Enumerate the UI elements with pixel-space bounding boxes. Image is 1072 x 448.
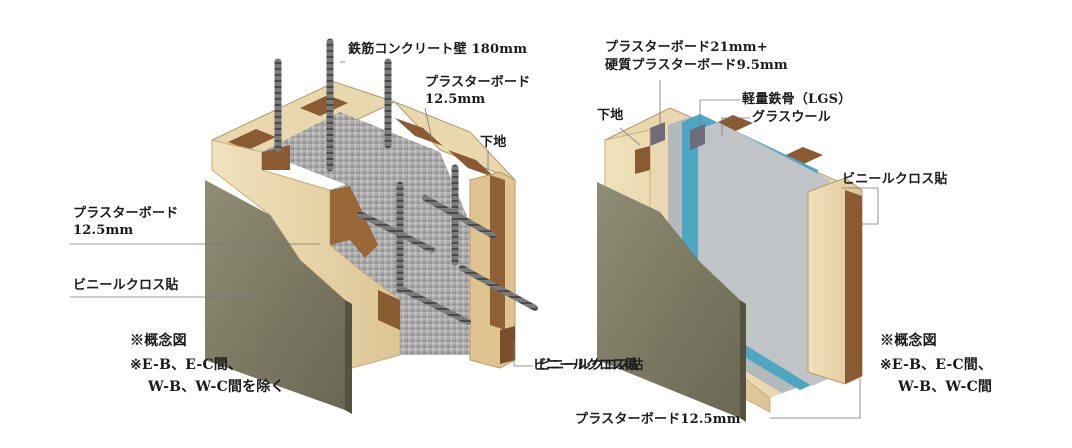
- label-board-top-1: プラスターボード: [425, 75, 531, 90]
- label-board-left-1: プラスターボード: [73, 206, 179, 221]
- label-lgs: 軽量鉄骨（LGS）: [742, 92, 852, 107]
- label-base-top: 下地: [480, 135, 507, 150]
- right-left-wood: [635, 146, 650, 174]
- note-title-left: ※概念図: [130, 333, 187, 349]
- leader-line: [842, 187, 879, 225]
- leader-line: [770, 378, 861, 419]
- right-outer-wood: [845, 190, 862, 384]
- right-lgs-stud: [690, 124, 705, 150]
- right-lgs-stud: [650, 122, 665, 146]
- rebar: [397, 285, 471, 325]
- left-wood-stud-left: [262, 145, 290, 170]
- leader-line: [721, 117, 750, 136]
- label-glass-wool: グラスウール: [752, 110, 831, 125]
- note-line2-left: W-B、W-C間を除く: [148, 379, 285, 395]
- note-line1-right: ※E-B、E-C間、: [880, 357, 993, 373]
- note-line2-right: W-B、W-C間: [898, 379, 993, 395]
- rebar: [357, 211, 435, 253]
- left-wood-block: [448, 150, 496, 178]
- leader-line: [513, 340, 533, 367]
- label-board-top-right-1: プラスターボード21mm+: [605, 40, 768, 55]
- rebar: [459, 265, 538, 311]
- leader-line: [699, 99, 740, 124]
- left-wood-stud-mid: [330, 186, 378, 258]
- left-rebars: [274, 38, 538, 325]
- left-wood-block: [395, 118, 443, 146]
- label-base-right: 下地: [597, 108, 624, 123]
- right-vinyl-cloth-edge: [740, 300, 746, 422]
- leader-line: [424, 107, 433, 141]
- label-cloth-right: ビニールクロス貼: [842, 172, 948, 187]
- left-wood-stud-bottom: [378, 290, 400, 330]
- right-lgs-wall-section: [597, 80, 879, 422]
- note-title-right: ※概念図: [880, 333, 937, 349]
- left-wood-block: [228, 129, 276, 150]
- right-vinyl-cloth-face: [597, 182, 740, 418]
- label-cloth-left: ビニールクロス貼: [73, 278, 179, 293]
- label-rc-wall: 鉄筋コンクリート壁 180mm: [348, 42, 528, 57]
- left-rc-wall-section: [70, 38, 538, 414]
- label-cloth-bottom-left: ビニールクロス貼: [538, 358, 644, 373]
- leader-line: [711, 348, 735, 367]
- label-cloth-bottom-right: ビニールクロス貼: [533, 358, 639, 373]
- leader-line: [619, 127, 641, 146]
- label-board-top-right-2: 硬質プラスターボード9.5mm: [605, 58, 788, 73]
- left-vinyl-cloth-face: [205, 180, 345, 410]
- left-right-wood: [490, 175, 505, 330]
- rebar: [422, 195, 497, 239]
- left-right-wood: [500, 326, 515, 364]
- label-board-top-2: 12.5mm: [425, 92, 486, 107]
- note-line1-left: ※E-B、E-C間、: [130, 357, 243, 373]
- label-board-left-2: 12.5mm: [73, 223, 134, 238]
- left-vinyl-cloth-edge: [345, 300, 352, 414]
- left-wood-block: [300, 95, 348, 116]
- label-board-bottom-right: プラスターボード12.5mm: [575, 412, 741, 427]
